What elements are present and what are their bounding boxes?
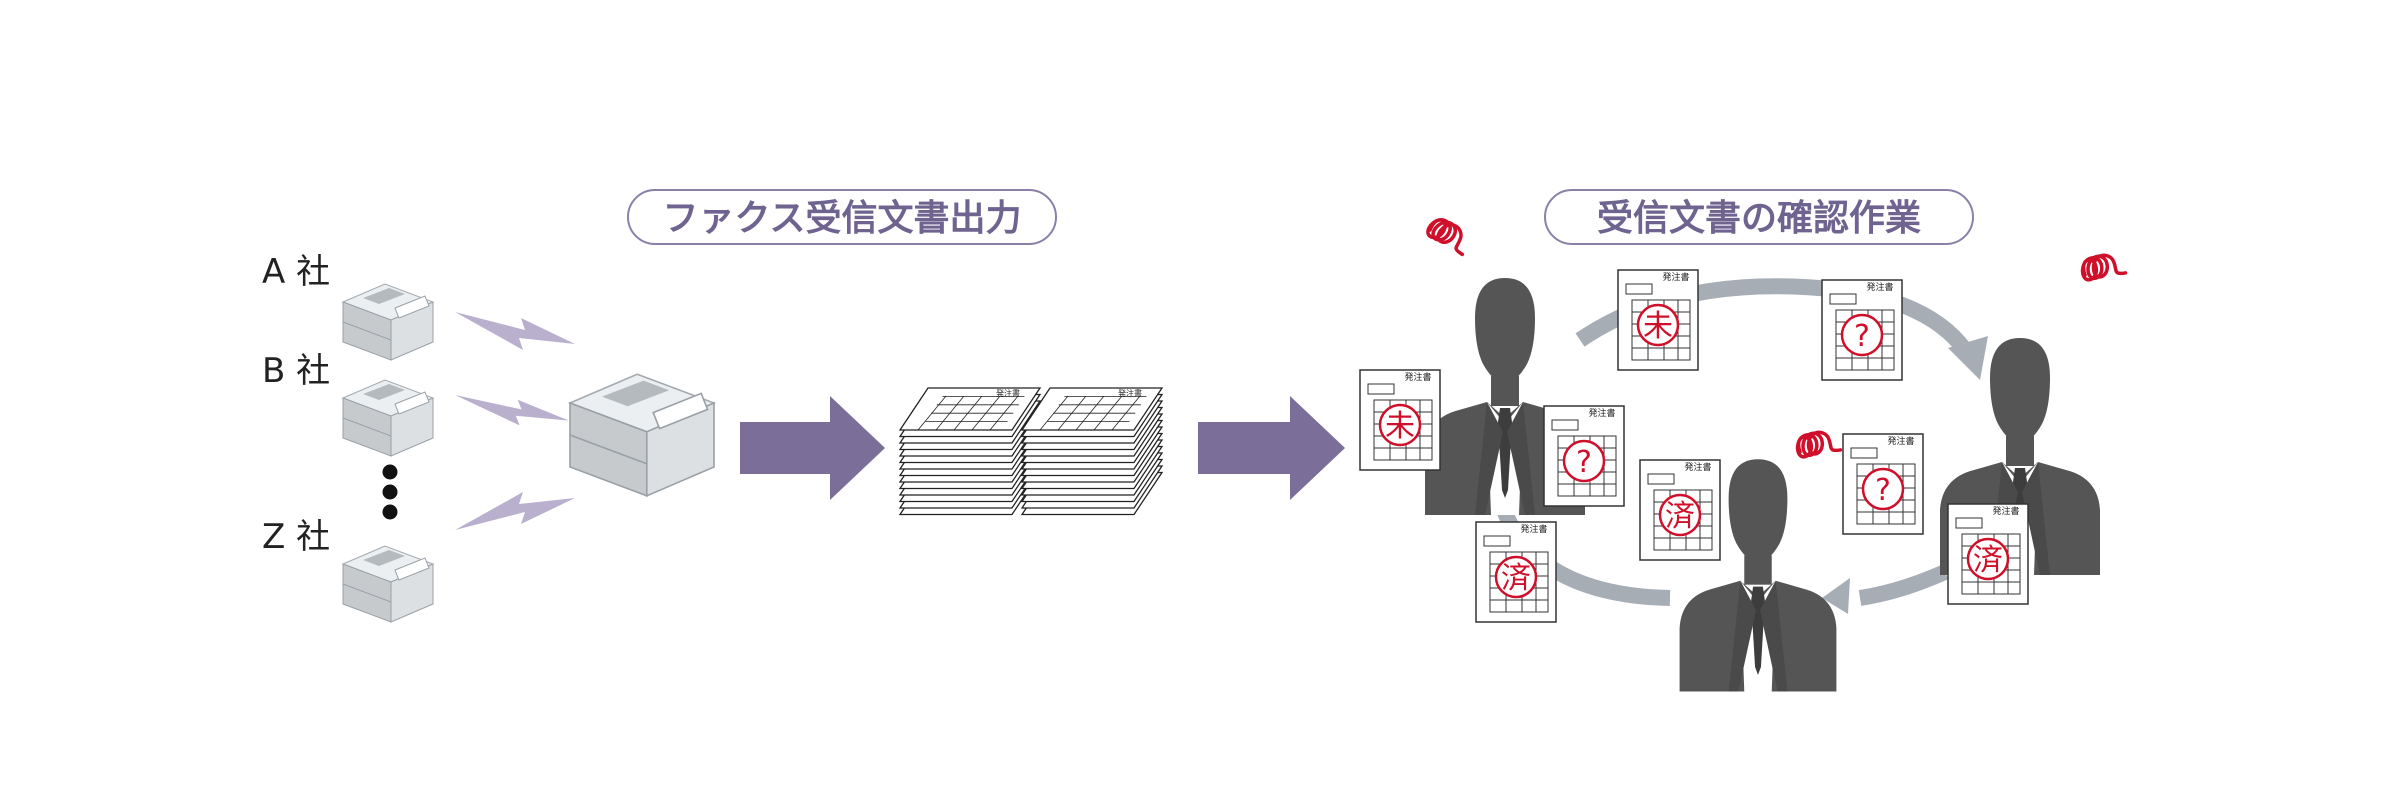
stamp-question: ? <box>1861 467 1905 511</box>
order-form-header: 発注書 <box>1887 435 1914 447</box>
stack-doc-header: 発注書 <box>996 388 1020 398</box>
section-label-fax-output: ファクス受信文書出力 <box>627 189 1057 245</box>
fax-machine-icon <box>342 283 434 361</box>
flow-arrow-icon <box>1198 396 1345 500</box>
fax-machine-icon <box>342 545 434 623</box>
receiving-fax-machine-icon <box>569 373 715 497</box>
stamp-done: 済 <box>1494 555 1538 599</box>
order-form-header: 発注書 <box>1404 371 1431 383</box>
stamp-text: 済 <box>1973 543 2003 578</box>
order-form-header: 発注書 <box>1588 407 1615 419</box>
order-form-header: 発注書 <box>1520 523 1547 535</box>
stamp-text: ? <box>1854 319 1870 354</box>
stamp-text: 未 <box>1385 409 1415 444</box>
ellipsis-dots <box>382 464 398 520</box>
order-form-header: 発注書 <box>1662 271 1689 283</box>
section-label-confirmation: 受信文書の確認作業 <box>1544 189 1974 245</box>
lightning-icon <box>455 312 575 350</box>
stamp-unfinished: 未 <box>1636 303 1680 347</box>
section-label-confirmation-text: 受信文書の確認作業 <box>1597 198 1921 239</box>
order-form-header: 発注書 <box>1684 461 1711 473</box>
stress-scribble-icon <box>2076 245 2131 297</box>
fax-machine-icon <box>342 379 434 457</box>
stamp-done: 済 <box>1658 493 1702 537</box>
flow-arrow-icon <box>740 396 885 500</box>
stress-scribble-icon <box>1791 422 1846 474</box>
lightning-icon <box>455 395 569 426</box>
stamp-text: 未 <box>1643 309 1673 344</box>
lightning-icon <box>455 492 575 530</box>
order-form-header: 発注書 <box>1866 281 1893 293</box>
paper-stack-icon: 発注書 <box>1020 387 1164 516</box>
stamp-question: ? <box>1840 313 1884 357</box>
company-label-z: Z 社 <box>262 517 330 557</box>
stamp-unfinished: 未 <box>1378 403 1422 447</box>
stress-scribble-icon <box>1423 212 1470 265</box>
company-label-b: B 社 <box>262 351 330 391</box>
stack-doc-header: 発注書 <box>1118 388 1142 398</box>
company-label-a: A 社 <box>262 252 330 292</box>
order-form-icon: 発注書? <box>1821 279 1903 381</box>
stamp-question: ? <box>1562 439 1606 483</box>
stamp-done: 済 <box>1966 537 2010 581</box>
stamp-text: 済 <box>1501 561 1531 596</box>
section-label-fax-output-text: ファクス受信文書出力 <box>663 198 1022 239</box>
order-form-icon: 発注書? <box>1842 433 1924 535</box>
stamp-text: ? <box>1875 473 1891 508</box>
stamp-text: ? <box>1576 445 1592 480</box>
stamp-text: 済 <box>1665 499 1695 534</box>
order-form-icon: 発注書? <box>1543 405 1625 507</box>
order-form-header: 発注書 <box>1992 505 2019 517</box>
paper-stack-icon: 発注書 <box>898 387 1042 516</box>
